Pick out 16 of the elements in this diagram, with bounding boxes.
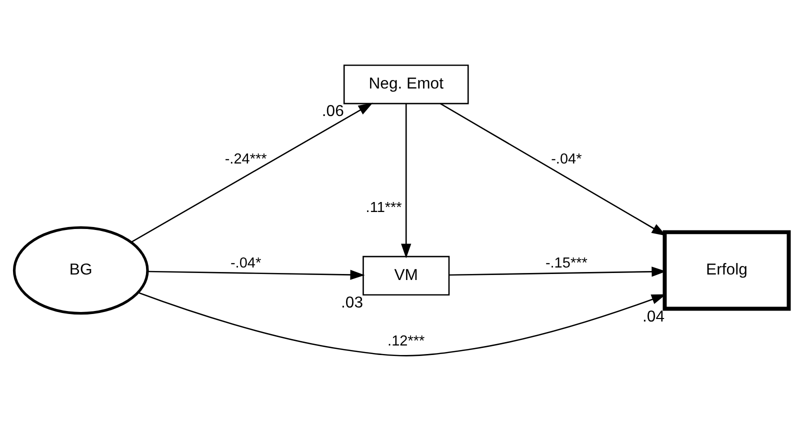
node-ellipse: BG: [12, 226, 149, 315]
node-box: Neg. Emot: [343, 64, 469, 104]
node-label: .04: [642, 308, 665, 326]
edge-label: -.15***: [545, 256, 588, 272]
arrow: [148, 270, 365, 280]
edge-label: -.04*: [230, 256, 262, 272]
edge-label: .11***: [366, 200, 402, 216]
node-label: .06: [322, 103, 344, 120]
edge-label: -.04*: [551, 151, 582, 168]
edge-label: .12***: [388, 333, 425, 350]
arrow: [130, 102, 373, 243]
edge-label: -.24***: [224, 151, 267, 168]
arrow: [401, 104, 412, 258]
node-box: Erfolg: [662, 230, 791, 311]
node-label: .03: [341, 294, 364, 312]
node-box: VM: [362, 256, 450, 296]
